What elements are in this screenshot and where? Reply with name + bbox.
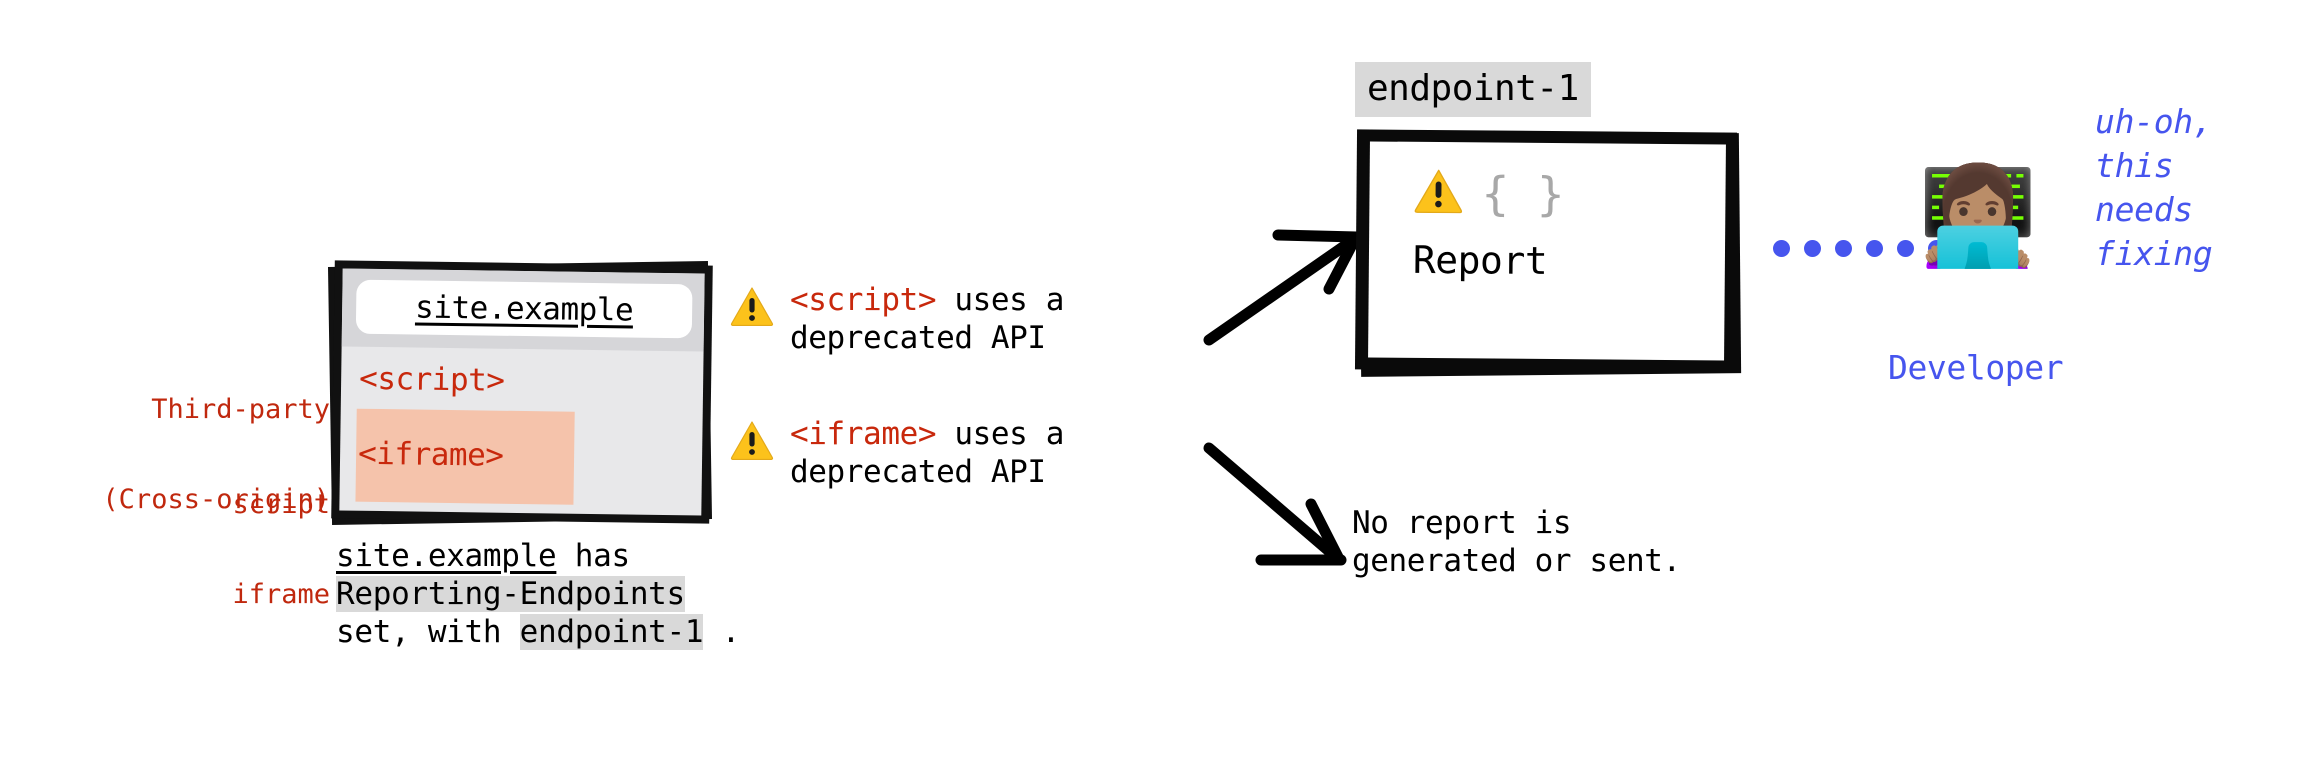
page-code-iframe: <iframe> (357, 435, 504, 474)
annotation-line-1: (Cross-origin) (102, 483, 330, 515)
caption-endpoint-chip: endpoint-1 (519, 613, 704, 650)
caption-line-3: set, with endpoint-1 . (336, 613, 956, 652)
connector-dot (1804, 240, 1821, 257)
warning-triangle-icon (730, 420, 774, 464)
url-text: site.example (414, 289, 634, 329)
caption-period: . (703, 613, 741, 650)
warning-row-script: <script> uses a deprecated API (730, 282, 1064, 358)
developer-label: Developer (1888, 348, 2064, 387)
page-code-script: <script> (358, 360, 505, 399)
caption-line-2: Reporting-Endpoints (336, 575, 956, 614)
url-bar[interactable]: site.example (355, 279, 693, 339)
warning-tag: <iframe> (790, 416, 937, 452)
report-icon-group: { } (1413, 165, 1565, 221)
dotted-connector (1773, 240, 1945, 257)
annotation-line-2: iframe (232, 579, 330, 611)
no-report-line-2: generated or sent. (1352, 542, 1681, 579)
connector-dot (1866, 240, 1883, 257)
json-braces-icon: { } (1481, 165, 1565, 221)
warning-line-2: deprecated API (790, 453, 1046, 490)
browser-caption: site.example has Reporting-Endpoints set… (336, 538, 956, 651)
annotation-line-2: script (232, 489, 330, 521)
warning-text-iframe: <iframe> uses a deprecated API (790, 416, 1064, 492)
warning-row-iframe: <iframe> uses a deprecated API (730, 416, 1064, 492)
connector-dot (1773, 240, 1790, 257)
annotation-cross-origin-iframe: (Cross-origin) iframe (60, 420, 330, 675)
warning-rest: uses a (936, 416, 1064, 452)
connector-dot (1897, 240, 1914, 257)
arrow-to-report (1203, 229, 1363, 346)
warning-rest: uses a (936, 282, 1064, 318)
warning-triangle-icon (730, 286, 774, 330)
woman-technologist-emoji: 👩🏽‍💻 (1918, 160, 2038, 272)
warning-tag: <script> (790, 282, 937, 318)
developer-speech-text: uh-oh, this needs fixing (2095, 102, 2213, 273)
no-report-text: No report is generated or sent. (1352, 505, 1681, 581)
annotation-line-1: Third-party (151, 393, 330, 425)
connector-dot (1928, 240, 1945, 257)
annotation-third-party-script: Third-party script (90, 330, 330, 585)
caption-set-with: set, with (336, 613, 520, 650)
caption-has: has (556, 538, 630, 574)
arrow-to-no-report (1203, 442, 1347, 566)
warning-line-2: deprecated API (790, 319, 1046, 356)
caption-line-1: site.example has (336, 538, 956, 576)
report-label: Report (1412, 237, 1548, 284)
endpoint-label-chip: endpoint-1 (1355, 62, 1591, 117)
browser-window: site.example <script> <iframe> (339, 268, 705, 516)
browser-chrome: site.example (341, 268, 705, 352)
warning-triangle-icon (1413, 168, 1463, 217)
caption-header-chip: Reporting-Endpoints (336, 575, 685, 612)
no-report-line-1: No report is (1352, 505, 1572, 541)
connector-dot (1835, 240, 1852, 257)
report-box: { } Report (1368, 141, 1726, 361)
warning-text-script: <script> uses a deprecated API (790, 282, 1064, 358)
caption-site-url: site.example (336, 538, 557, 574)
